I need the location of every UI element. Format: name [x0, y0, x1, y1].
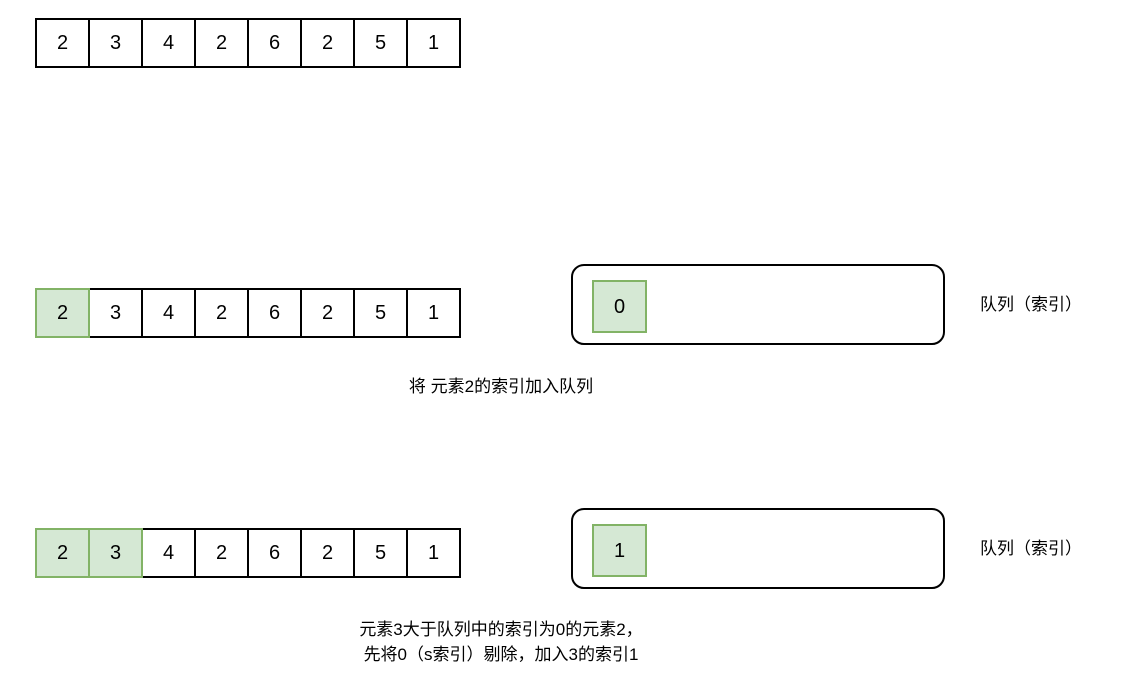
array-cell: 4: [141, 528, 196, 578]
queue-label-step-2: 队列（索引）: [980, 539, 1082, 558]
array-cell: 2: [300, 528, 355, 578]
array-cell: 6: [247, 18, 302, 68]
caption-step-1: 将 元素2的索引加入队列: [0, 374, 1002, 399]
queue-container-step-1: 0: [571, 264, 945, 345]
array-cell: 5: [353, 528, 408, 578]
caption-line: 将 元素2的索引加入队列: [408, 377, 594, 396]
array-cell: 5: [353, 18, 408, 68]
array-cell: 5: [353, 288, 408, 338]
array-cell-highlighted: 2: [35, 288, 90, 338]
array-cell: 2: [300, 288, 355, 338]
array-cell-highlighted: 2: [35, 528, 90, 578]
caption-step-2: 元素3大于队列中的索引为0的元素2， 先将0（s索引）剔除，加入3的索引1: [0, 617, 1002, 667]
array-cell: 2: [35, 18, 90, 68]
array-cell: 3: [88, 18, 143, 68]
array-cell: 1: [406, 528, 461, 578]
array-cell-highlighted: 3: [88, 528, 143, 578]
array-cell: 2: [194, 288, 249, 338]
queue-container-step-2: 1: [571, 508, 945, 589]
queue-item: 0: [592, 280, 647, 333]
array-cell: 1: [406, 288, 461, 338]
array-step-push-index-0: 2 3 4 2 6 2 5 1: [35, 288, 461, 338]
array-cell: 6: [247, 288, 302, 338]
queue-item: 1: [592, 524, 647, 577]
array-initial: 2 3 4 2 6 2 5 1: [35, 18, 461, 68]
caption-line: 先将0（s索引）剔除，加入3的索引1: [363, 645, 639, 664]
array-cell: 2: [300, 18, 355, 68]
array-cell: 4: [141, 18, 196, 68]
queue-label-step-1: 队列（索引）: [980, 295, 1082, 314]
array-cell: 2: [194, 18, 249, 68]
caption-line: 元素3大于队列中的索引为0的元素2，: [359, 620, 643, 639]
array-cell: 3: [88, 288, 143, 338]
array-cell: 4: [141, 288, 196, 338]
array-step-pop-then-push-index-1: 2 3 4 2 6 2 5 1: [35, 528, 461, 578]
array-cell: 6: [247, 528, 302, 578]
array-cell: 1: [406, 18, 461, 68]
array-cell: 2: [194, 528, 249, 578]
